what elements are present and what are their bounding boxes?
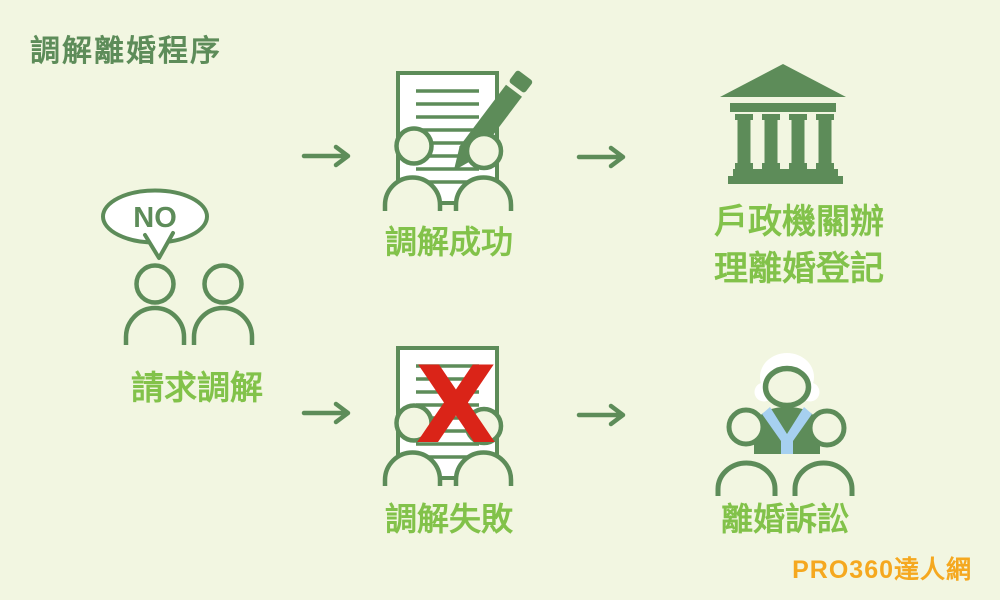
step-lower (728, 176, 843, 184)
document-pencil-couple-icon (382, 70, 533, 211)
lawsuit-label: 離婚訴訟 (720, 501, 849, 537)
registration-label-line2: 理離婚登記 (714, 250, 884, 288)
couple-icon (123, 263, 255, 345)
columns (735, 114, 834, 169)
registration-label-line1: 戶政機關辦 (714, 203, 884, 241)
start-label: 請求調解 (131, 369, 263, 406)
step-upper (733, 169, 838, 176)
no-text: NO (133, 202, 177, 234)
page-title: 調解離婚程序 (30, 35, 222, 68)
arrow-right-icon (576, 403, 626, 427)
couple-icon (382, 403, 514, 486)
pediment (720, 64, 846, 97)
speech-bubble-tail (143, 231, 175, 260)
judge-face (762, 365, 812, 409)
document-x-couple-icon: X (382, 344, 514, 486)
watermark: PRO360達人網 (792, 556, 972, 584)
registration-label: 戶政機關辦 理離婚登記 (696, 199, 902, 293)
couple-icon (715, 407, 855, 496)
judge-with-couple-icon (715, 353, 855, 496)
couple-icon (382, 126, 514, 211)
government-building-icon (720, 64, 846, 184)
arrow-right-icon (301, 144, 351, 168)
couple-with-no-speech-bubble: NO (101, 188, 255, 345)
arrow-right-icon (576, 145, 626, 169)
success-label: 調解成功 (384, 224, 513, 260)
red-x-mark: X (415, 344, 497, 467)
arrow-right-icon (301, 401, 351, 425)
fail-label: 調解失敗 (384, 501, 513, 537)
judge-collar (762, 407, 812, 454)
